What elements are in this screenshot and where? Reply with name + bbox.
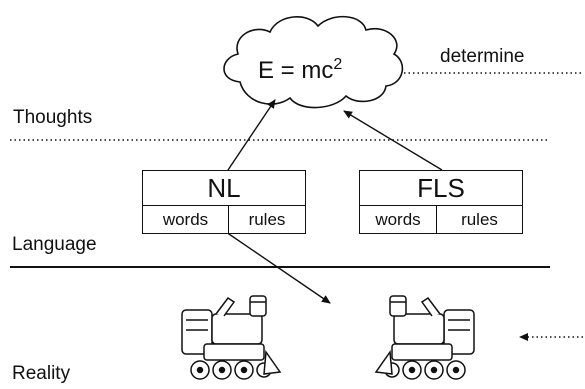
train-left-icon — [181, 295, 282, 380]
nl-box: NL words rules — [142, 170, 306, 234]
nl-words-cell: words — [162, 209, 209, 229]
determine-label: determine — [440, 46, 525, 67]
fls-box: FLS words rules — [359, 170, 523, 234]
fls-to-cloud-arrow — [343, 110, 443, 171]
fls-rules-cell: rules — [436, 206, 522, 233]
nl-to-cloud-arrow — [227, 99, 276, 171]
train-right-icon — [374, 295, 475, 380]
formula-exponent: 2 — [333, 56, 343, 73]
fls-words-cell: words — [375, 209, 421, 229]
thought-cloud — [223, 15, 404, 109]
reality-label: Reality — [12, 363, 71, 384]
formula-main: E = mc — [258, 57, 334, 84]
nl-to-reality-arrow — [225, 231, 331, 304]
thoughts-label: Thoughts — [13, 107, 93, 128]
language-label: Language — [12, 234, 97, 255]
formula-text: E = mc2 — [258, 56, 342, 85]
nl-title: NL — [143, 171, 305, 206]
nl-rules-cell: rules — [228, 206, 305, 233]
fls-title: FLS — [360, 171, 522, 206]
